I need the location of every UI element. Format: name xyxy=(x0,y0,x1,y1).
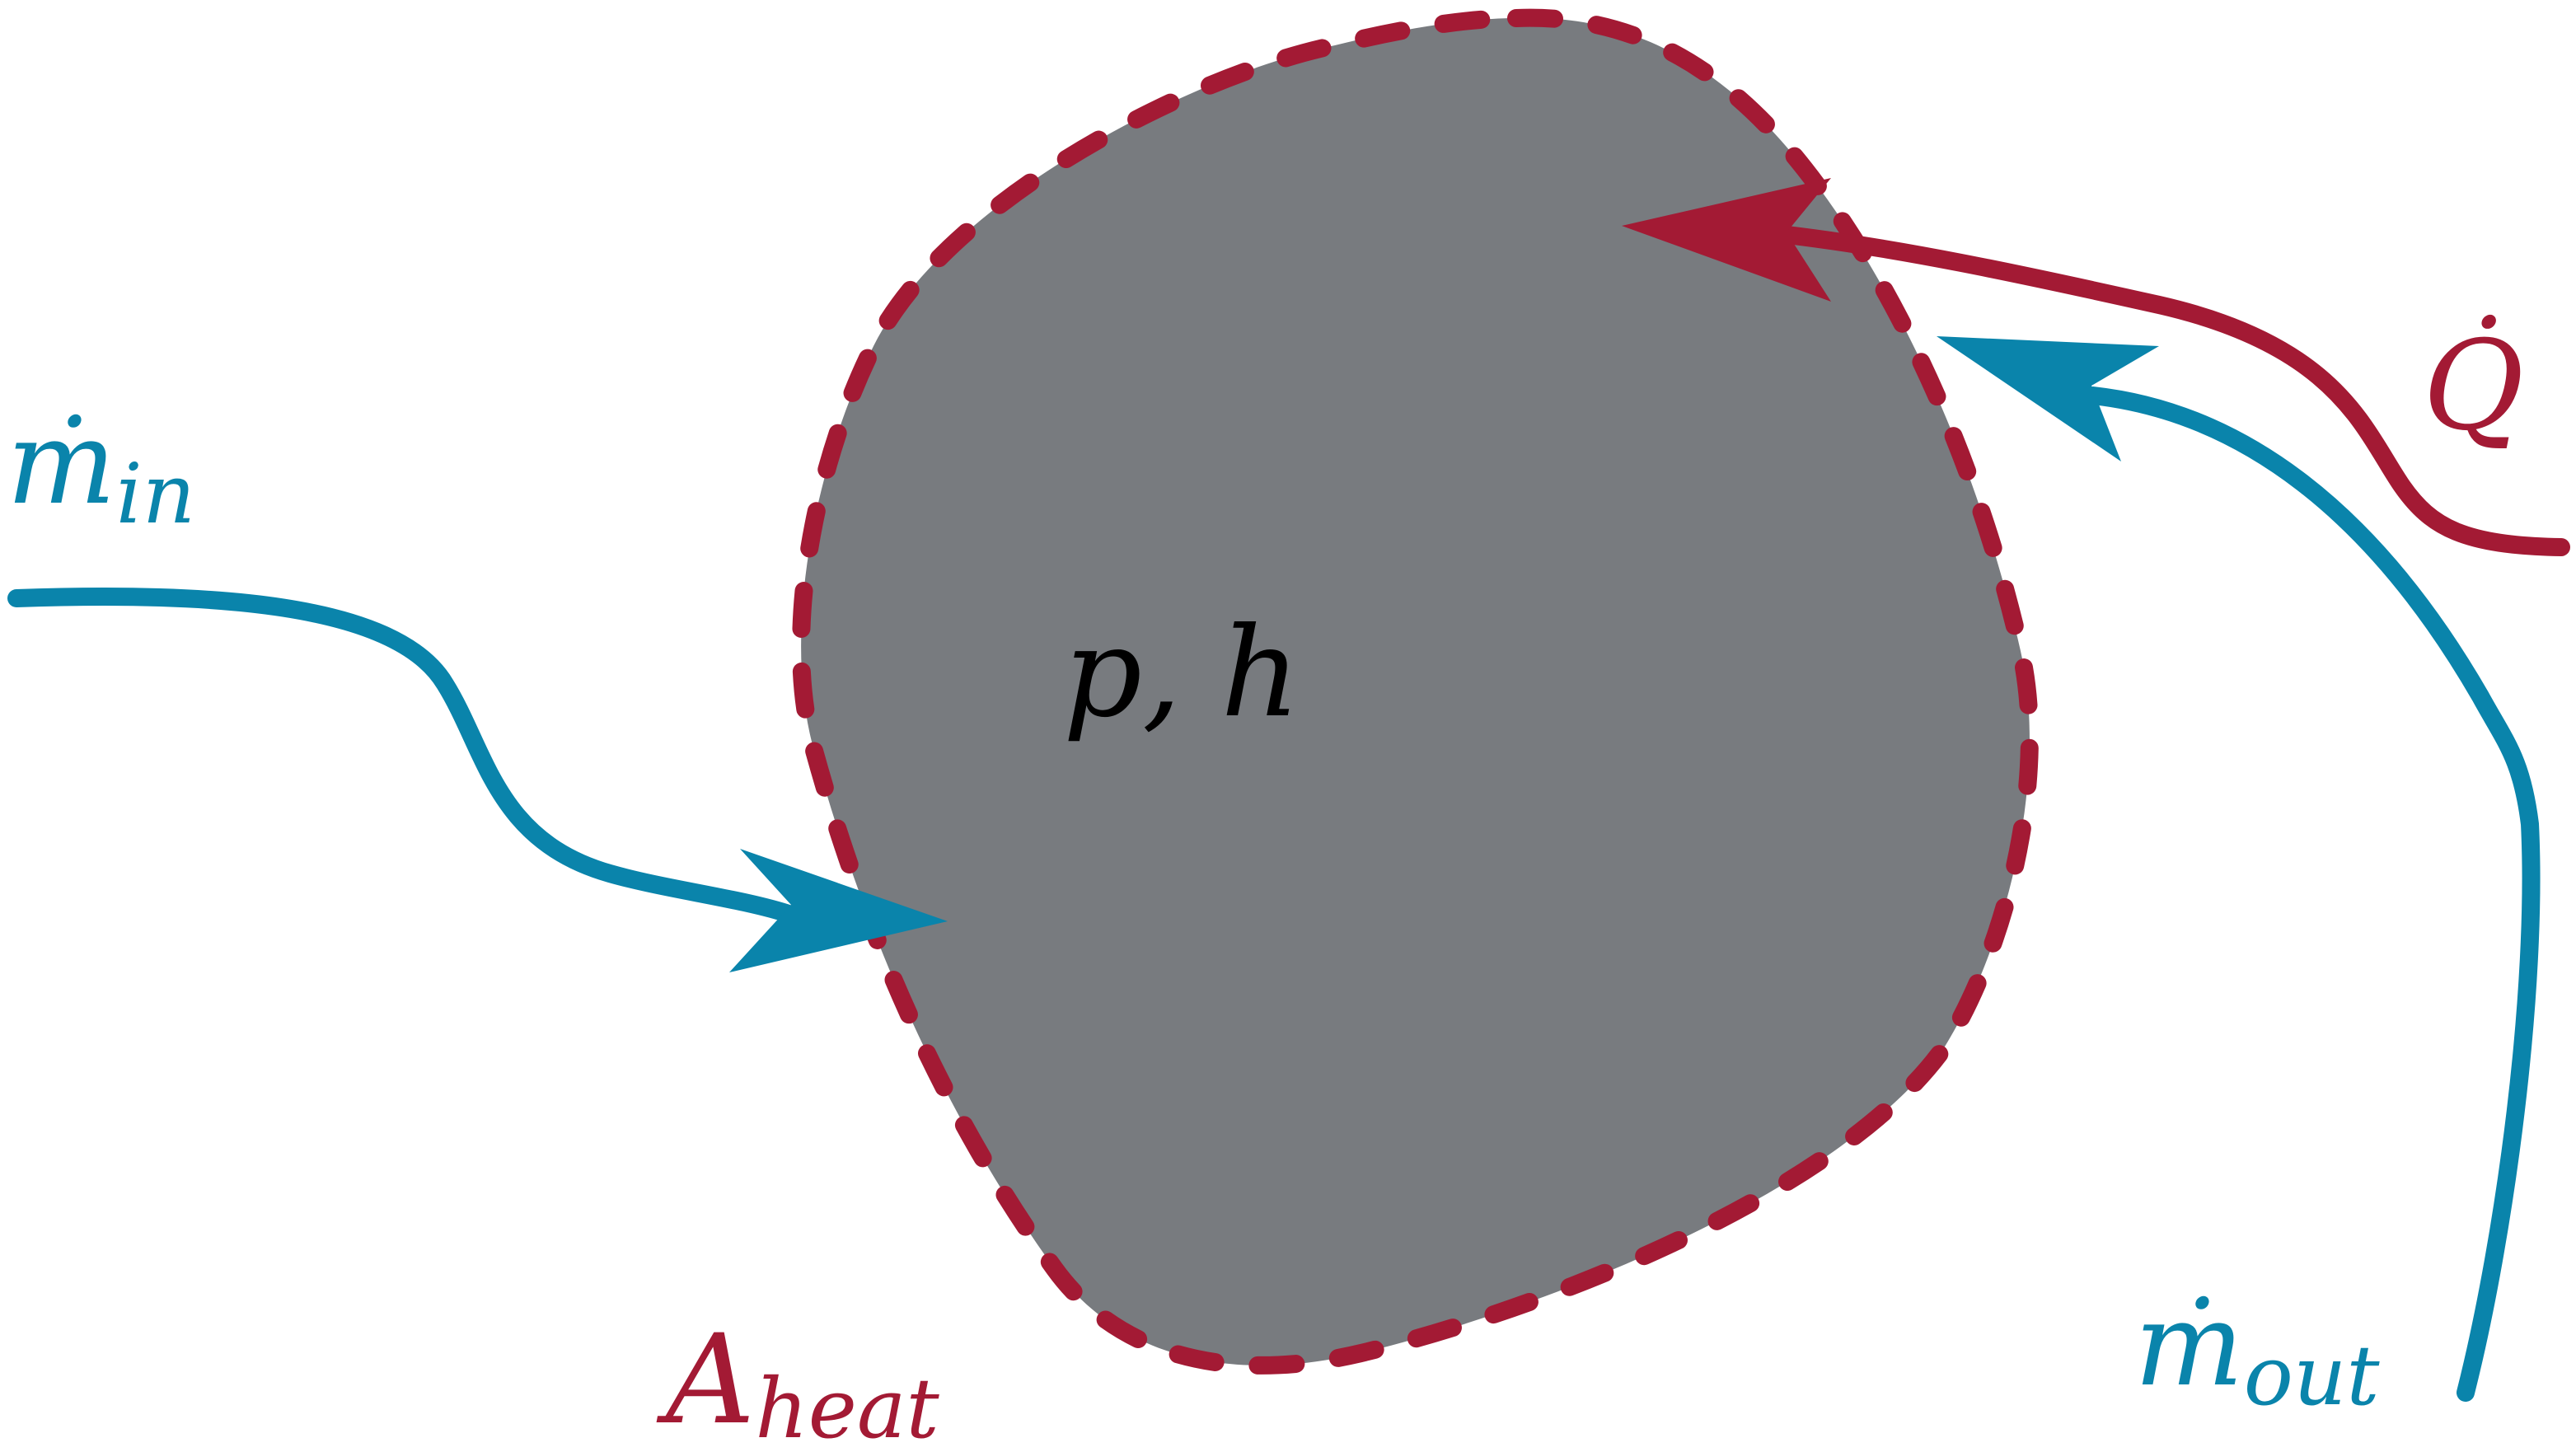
mass-inflow-symbol: ṁ xyxy=(7,396,116,531)
state-variables-label: p, h xyxy=(1063,602,1300,745)
mass-inflow-line xyxy=(7,587,800,924)
heat-area-subscript: heat xyxy=(755,1361,939,1452)
heat-area-symbol: A xyxy=(656,1309,755,1452)
mass-outflow-line xyxy=(2084,386,2541,1402)
mass-outflow-subscript: out xyxy=(2244,1328,2381,1424)
mass-inflow-label: ṁin xyxy=(7,396,195,542)
mass-outflow-symbol: ṁ xyxy=(2134,1278,2244,1412)
control-volume xyxy=(801,17,2030,1365)
heat-area-label: Aheat xyxy=(656,1309,940,1452)
heat-flow-arrowhead xyxy=(1622,178,1831,302)
mass-inflow-subscript: in xyxy=(116,446,195,542)
heat-flow-label: Q̇ xyxy=(2423,314,2524,458)
mass-inflow-arrowhead xyxy=(729,849,948,972)
mass-outflow-arrowhead xyxy=(1937,336,2159,461)
heat-transfer-boundary xyxy=(792,8,2039,1375)
mass-outflow-label: ṁout xyxy=(2134,1278,2380,1424)
heat-flow-line xyxy=(1771,225,2570,556)
